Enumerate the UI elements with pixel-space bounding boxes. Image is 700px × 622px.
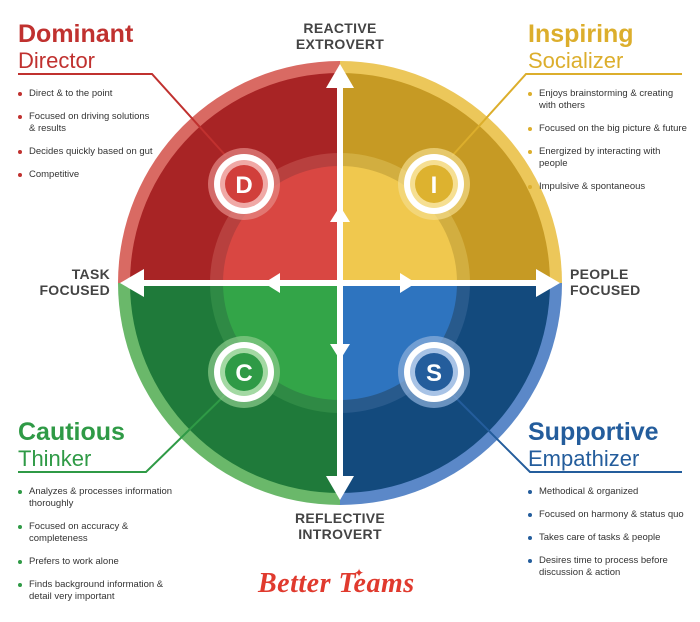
quadrant-i-heading: Inspiring Socializer [528, 20, 688, 74]
quadrant-s-point: Desires time to process before discussio… [528, 555, 690, 579]
quadrant-s-heading: Supportive Empathizer [528, 418, 693, 472]
quadrant-i-points: Enjoys brainstorming & creating with oth… [528, 88, 688, 204]
connector-d [18, 73, 227, 157]
quadrant-s-core [340, 283, 457, 400]
axis-label-bottom: REFLECTIVE INTROVERT [270, 510, 410, 542]
quadrant-d-title: Dominant [18, 20, 134, 48]
quadrant-d-point: Direct & to the point [18, 88, 158, 100]
connector-s [451, 393, 682, 473]
axis-bottom-line-2: INTROVERT [298, 526, 382, 542]
quadrant-c-point: Prefers to work alone [18, 556, 178, 568]
quadrant-d-heading: Dominant Director [18, 20, 178, 74]
axis-label-right: PEOPLE FOCUSED [570, 266, 670, 298]
quadrant-s-point: Methodical & organized [528, 486, 690, 498]
quadrant-c-heading: Cautious Thinker [18, 418, 178, 472]
quadrant-d-point: Decides quickly based on gut [18, 146, 158, 158]
quadrant-s-title: Supportive [528, 418, 659, 446]
axis-bottom-line-1: REFLECTIVE [294, 510, 386, 526]
badge-d [208, 148, 280, 220]
axis-top-line-1: REACTIVE [303, 20, 377, 36]
arrow-down-icon [326, 476, 354, 500]
axis-left-line-1: TASK [71, 266, 110, 282]
brand-name: Better Teams [258, 568, 415, 599]
chevron-right-icon [400, 273, 416, 293]
quadrant-c-title: Cautious [18, 418, 125, 446]
quadrant-s-subtitle: Empathizer [528, 446, 640, 471]
arrow-left-icon [120, 269, 144, 297]
quadrant-i-point: Impulsive & spontaneous [528, 181, 688, 193]
quadrant-d-core [223, 166, 340, 283]
quadrant-c-core [223, 283, 340, 400]
chevron-up-icon [330, 206, 350, 222]
connector-c [18, 393, 227, 473]
quadrant-i-point: Enjoys brainstorming & creating with oth… [528, 88, 688, 112]
quadrant-i-title: Inspiring [528, 20, 634, 48]
badge-letter-s: S [426, 360, 442, 387]
axis-right-line-1: PEOPLE [570, 266, 629, 282]
quadrant-c-point: Focused on accuracy & completeness [18, 521, 178, 545]
quadrant-s-points: Methodical & organized Focused on harmon… [528, 486, 690, 590]
quadrant-s-point: Takes care of tasks & people [528, 532, 690, 544]
quadrant-i-core [340, 166, 457, 283]
quadrant-d-point: Focused on driving solutions & results [18, 111, 158, 135]
chevron-left-icon [264, 273, 280, 293]
connector-i [451, 73, 682, 157]
quadrant-d-points: Direct & to the point Focused on driving… [18, 88, 158, 192]
quadrant-c-subtitle: Thinker [18, 446, 92, 471]
badge-i [398, 148, 470, 220]
quadrant-i-point: Focused on the big picture & future [528, 123, 688, 135]
arrow-up-icon [326, 64, 354, 88]
badge-c [208, 336, 280, 408]
badge-s [398, 336, 470, 408]
quadrant-d-point: Competitive [18, 169, 158, 181]
axis-label-left: TASK FOCUSED [20, 266, 110, 298]
badge-letter-c: C [235, 360, 252, 387]
quadrant-s-point: Focused on harmony & status quo [528, 509, 690, 521]
quadrant-c-point: Finds background information & detail ve… [18, 579, 178, 603]
quadrant-c-point: Analyzes & processes information thoroug… [18, 486, 178, 510]
quadrant-i-subtitle: Socializer [528, 48, 624, 73]
badge-letter-d: D [235, 172, 252, 199]
badge-letter-i: I [431, 172, 438, 199]
chevron-down-icon [330, 344, 350, 360]
quadrant-i-point: Energized by interacting with people [528, 146, 688, 170]
axis-top-line-2: EXTROVERT [295, 36, 385, 52]
arrow-right-icon [536, 269, 560, 297]
axis-label-top: REACTIVE EXTROVERT [270, 20, 410, 52]
axis-left-line-2: FOCUSED [39, 282, 110, 298]
star-sparkle-icon: ✦ [354, 566, 365, 580]
brand-logo: Better Teams ✦ [258, 566, 458, 608]
quadrant-d-subtitle: Director [18, 48, 96, 73]
quadrant-c-points: Analyzes & processes information thoroug… [18, 486, 178, 614]
axis-right-line-2: FOCUSED [570, 282, 641, 298]
